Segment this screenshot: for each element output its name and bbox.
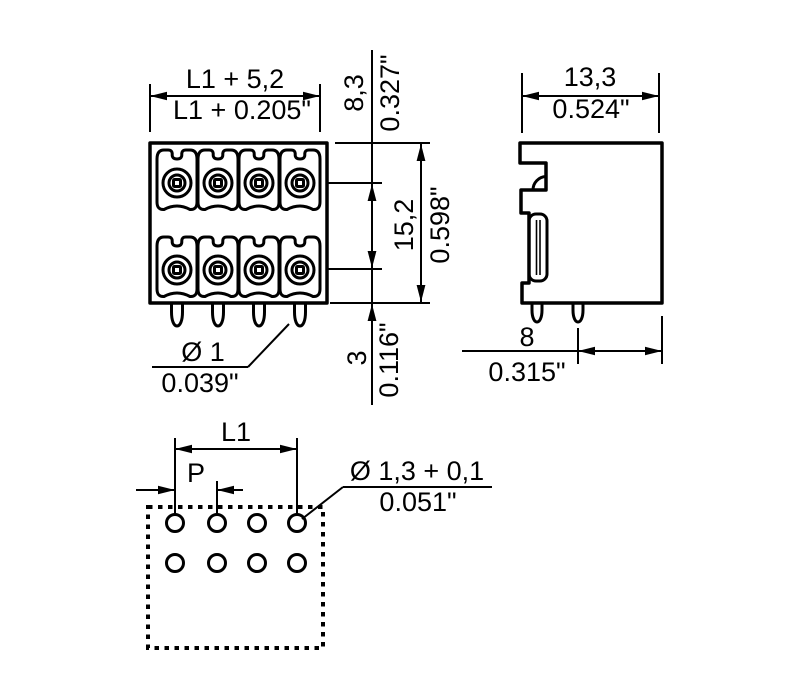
side-body xyxy=(518,141,664,305)
dim-pin-offset-mm: 3 xyxy=(342,350,372,365)
dim-hole-span: L1 xyxy=(174,417,298,514)
dim-pin-to-face: 8 0.315" xyxy=(462,316,663,387)
dim-pin-to-face-in: 0.315" xyxy=(488,357,565,387)
solder-pin xyxy=(530,301,544,324)
dim-front-width: L1 + 5,2 L1 + 0.205" xyxy=(149,64,321,132)
solder-pin xyxy=(293,301,307,328)
side-view xyxy=(518,141,664,324)
dim-front-height-in: 0.598" xyxy=(425,186,455,263)
solder-pin xyxy=(170,301,184,328)
dim-pitch-label: P xyxy=(187,458,205,488)
pin-dia-in: 0.039" xyxy=(161,368,238,398)
front-view xyxy=(148,141,329,328)
hole-dia-mm: Ø 1,3 + 0,1 xyxy=(350,456,484,486)
dim-front-width-in: L1 + 0.205" xyxy=(173,95,311,125)
dim-hole-span-label: L1 xyxy=(221,417,251,447)
drilling-plan xyxy=(146,505,325,650)
drill-holes xyxy=(165,513,307,573)
dim-pin-to-face-mm: 8 xyxy=(519,322,534,352)
dim-front-height-mm: 15,2 xyxy=(389,199,419,252)
label-hole-diameter: Ø 1,3 + 0,1 0.051" xyxy=(301,456,492,520)
dim-side-depth: 13,3 0.524" xyxy=(521,62,660,133)
dim-front-height: 15,2 0.598" xyxy=(389,144,455,302)
dim-row-pitch-mm: 8,3 xyxy=(339,74,369,112)
pin-dia-mm: Ø 1 xyxy=(181,337,225,367)
solder-pin xyxy=(211,301,225,328)
board-outline-dotted xyxy=(146,505,325,650)
label-pin-diameter: Ø 1 0.039" xyxy=(152,323,290,398)
clamp-spring xyxy=(527,212,549,283)
dim-side-depth-in: 0.524" xyxy=(552,94,629,124)
dim-row-pitch-in: 0.327" xyxy=(375,54,405,131)
dim-front-width-mm: L1 + 5,2 xyxy=(186,64,284,94)
dim-pitch: P xyxy=(136,458,243,514)
dim-side-depth-mm: 13,3 xyxy=(564,62,617,92)
latch-arc xyxy=(531,175,547,191)
hole-dia-in: 0.051" xyxy=(379,487,456,517)
dim-row-pitch-chain: 8,3 0.327" 3 0.116" xyxy=(327,50,430,405)
solder-pin xyxy=(252,301,266,328)
dim-pin-offset-in: 0.116" xyxy=(374,322,404,397)
solder-pin xyxy=(571,301,585,324)
